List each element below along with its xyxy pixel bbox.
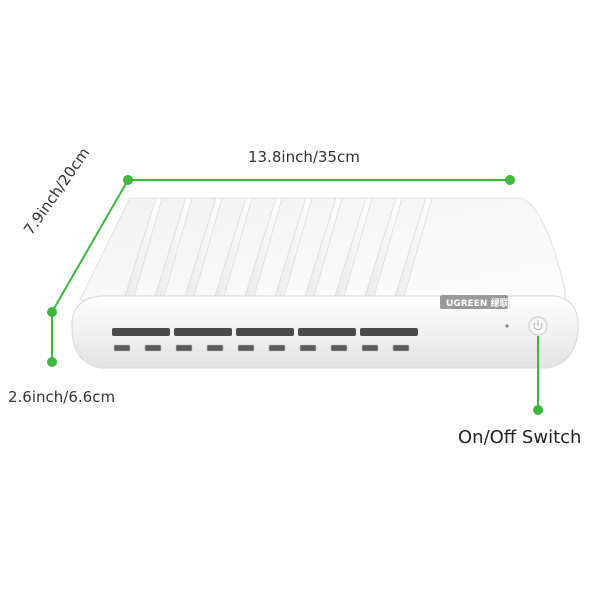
usb-port[interactable] (113, 344, 131, 352)
height-dimension-label: 2.6inch/6.6cm (8, 388, 116, 406)
slot-openings (112, 328, 418, 336)
usb-port[interactable] (361, 344, 379, 352)
usb-port[interactable] (175, 344, 193, 352)
slot-opening (298, 328, 356, 336)
usb-port[interactable] (206, 344, 224, 352)
switch-callout-line (533, 336, 543, 415)
svg-text:UGREEN 绿联: UGREEN 绿联 (446, 297, 510, 309)
usb-port[interactable] (330, 344, 348, 352)
usb-port[interactable] (144, 344, 162, 352)
brand-logo: UGREEN 绿联 (440, 295, 510, 309)
usb-port-row (113, 344, 410, 352)
status-led (505, 324, 509, 328)
dimension-height-line (47, 312, 57, 367)
power-icon (533, 320, 543, 331)
dimension-width-line (123, 175, 515, 185)
slot-opening (174, 328, 232, 336)
usb-port[interactable] (299, 344, 317, 352)
slot-opening (360, 328, 418, 336)
usb-port[interactable] (392, 344, 410, 352)
usb-port[interactable] (237, 344, 255, 352)
switch-callout-label: On/Off Switch (458, 427, 582, 448)
slot-opening (112, 328, 170, 336)
power-button[interactable] (528, 316, 548, 336)
slot-opening (236, 328, 294, 336)
width-dimension-label: 13.8inch/35cm (248, 148, 360, 166)
usb-port[interactable] (268, 344, 286, 352)
